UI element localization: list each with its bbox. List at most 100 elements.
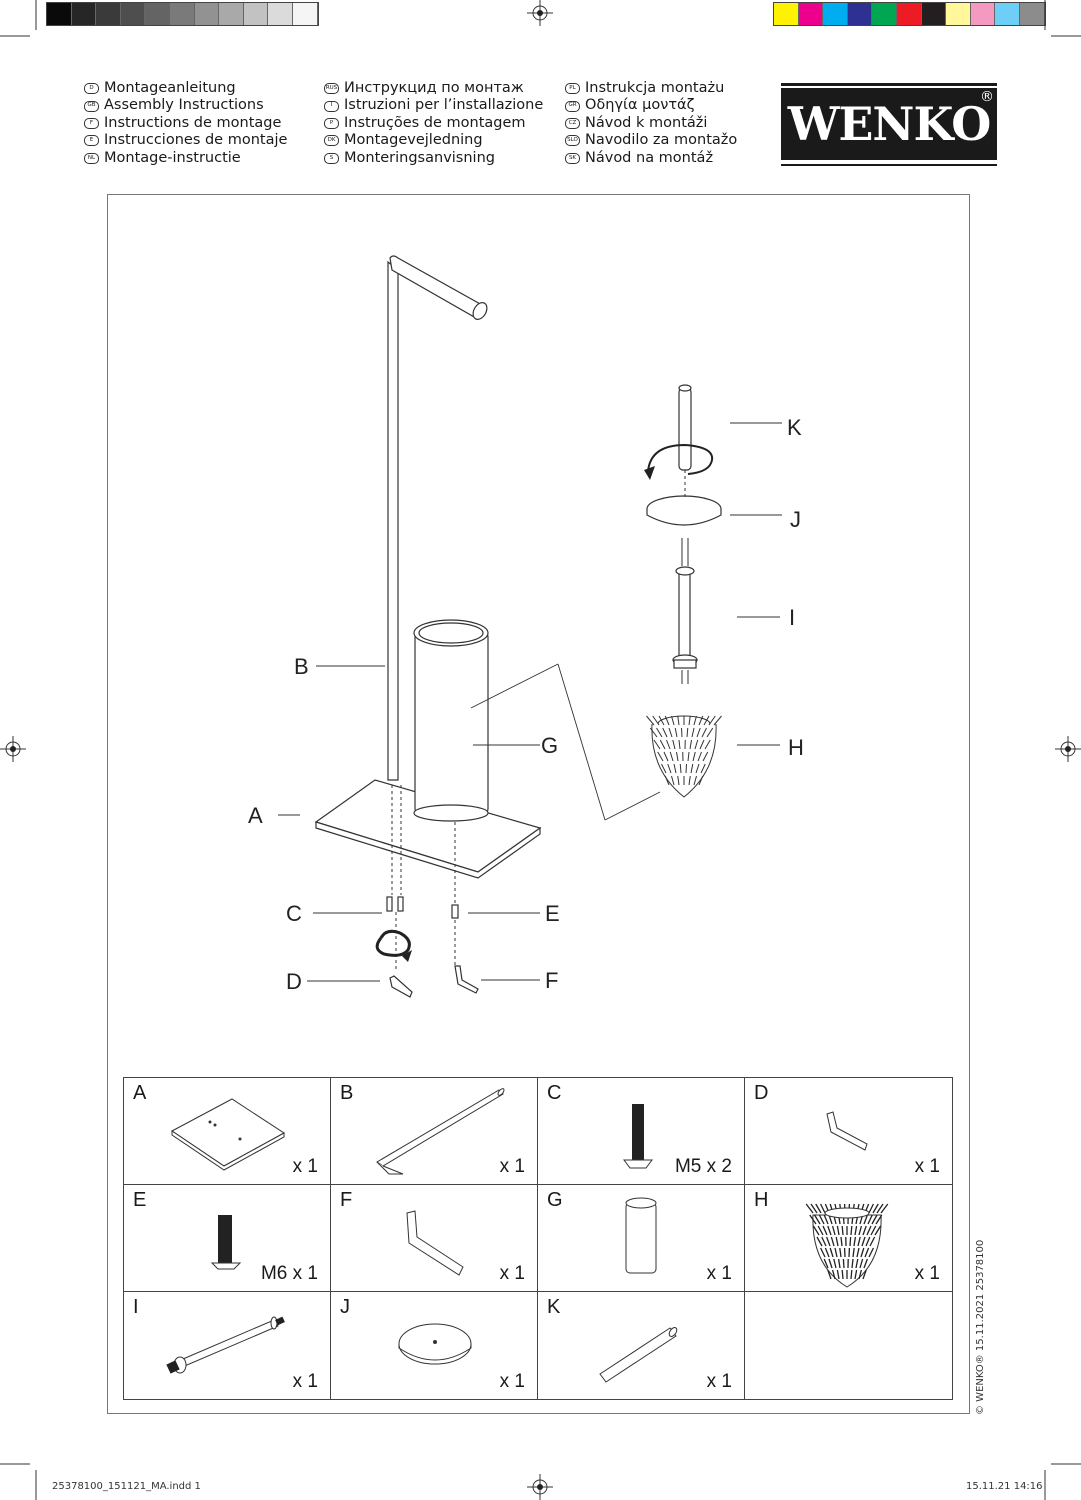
assembly-diagram-frame [107,194,970,1414]
color-swatch-8 [946,3,971,25]
copyright-note: © WENKO® 15.11.2021 25378100 [975,1239,986,1415]
language-item: DK Montagevejledning [324,132,543,149]
part-quantity: x 1 [292,1156,318,1177]
large-allen-key-icon [406,1210,464,1276]
callout-d: D [286,969,302,994]
part-quantity: x 1 [499,1156,525,1177]
footer-date: 15.11.21 14:16 [966,1481,1043,1492]
language-item: RUS Инструкцид по монтаж [324,80,543,97]
base-plate-icon [171,1098,285,1171]
color-swatch-3 [823,3,848,25]
color-swatch-bar [773,2,1046,26]
threaded-shaft-icon [166,1316,285,1374]
screw-m6-icon [210,1215,242,1270]
part-letter: B [340,1082,354,1104]
part-letter: D [754,1082,769,1104]
language-label: Инструкцид по монтаж [344,80,524,96]
stand-rod [387,260,399,781]
language-item: I Istruzioni per l’installazione [324,97,543,114]
color-swatch-1 [774,3,799,25]
part-letter: A [133,1082,147,1104]
language-label: Instrucciones de montaje [104,132,288,149]
gray-swatch-1 [47,3,72,25]
part-quantity: x 1 [499,1263,525,1284]
language-code-badge: CZ [565,118,580,130]
lid-disc-icon [398,1323,472,1365]
language-code-badge: SK [565,152,580,164]
language-label: Instructions de montage [104,114,282,131]
small-allen-key-icon [826,1111,868,1151]
language-label: Monteringsanvisning [344,149,495,166]
registered-mark: ® [980,89,994,105]
part-quantity: M5 x 2 [674,1156,732,1177]
language-code-badge: E [84,135,99,147]
language-code-badge: DK [324,135,339,147]
exploded-assembly-diagram [278,255,782,998]
color-swatch-9 [970,3,996,25]
language-label: Montageanleitung [104,80,236,96]
language-label: Assembly Instructions [104,97,264,114]
callout-g: G [541,733,559,758]
part-cell-c: C M5 x 2 [538,1078,745,1185]
threaded-shaft [678,572,691,659]
language-label: Instrukcja montażu [585,80,725,96]
brush-container-icon [625,1197,657,1274]
language-item: S Monteringsanvisning [324,150,543,167]
language-code-badge: I [324,100,339,112]
part-quantity: x 1 [706,1263,732,1284]
part-quantity: M6 x 1 [260,1263,318,1284]
gray-swatch-3 [96,3,121,25]
callout-f: F [545,968,559,993]
language-code-badge: P [324,118,339,130]
part-quantity: x 1 [914,1263,940,1284]
callout-i: I [789,605,796,630]
gray-swatch-10 [268,3,293,25]
color-swatch-7 [921,3,947,25]
language-label: Montagevejledning [344,132,483,149]
logo-text: WENKO [787,97,992,151]
brush-container [414,632,489,814]
gray-swatch-7 [194,3,220,25]
callout-k: K [787,415,802,440]
language-code-badge: GB [84,100,99,112]
gray-swatch-11 [292,3,318,25]
part-letter: C [547,1082,562,1104]
language-code-badge: SLO [565,135,580,147]
callout-e: E [545,901,560,926]
part-quantity: x 1 [499,1371,525,1392]
gray-swatch-bar [46,2,319,26]
hex-key-d [389,975,413,998]
callout-c: C [286,901,302,926]
color-swatch-6 [896,3,922,25]
screw-m5-icon [623,1104,653,1169]
part-quantity: x 1 [706,1371,732,1392]
language-code-badge: S [324,152,339,164]
language-code-badge: RUS [324,83,339,95]
handle-rod-icon [599,1327,678,1383]
callout-h: H [788,735,804,760]
language-label: Istruzioni per l’installazione [344,97,544,114]
stand-rod-icon [376,1088,505,1175]
color-swatch-11 [1019,3,1045,25]
language-label: Montage-instructie [104,149,241,166]
language-code-badge: GR [565,100,580,112]
part-letter: I [133,1296,139,1318]
